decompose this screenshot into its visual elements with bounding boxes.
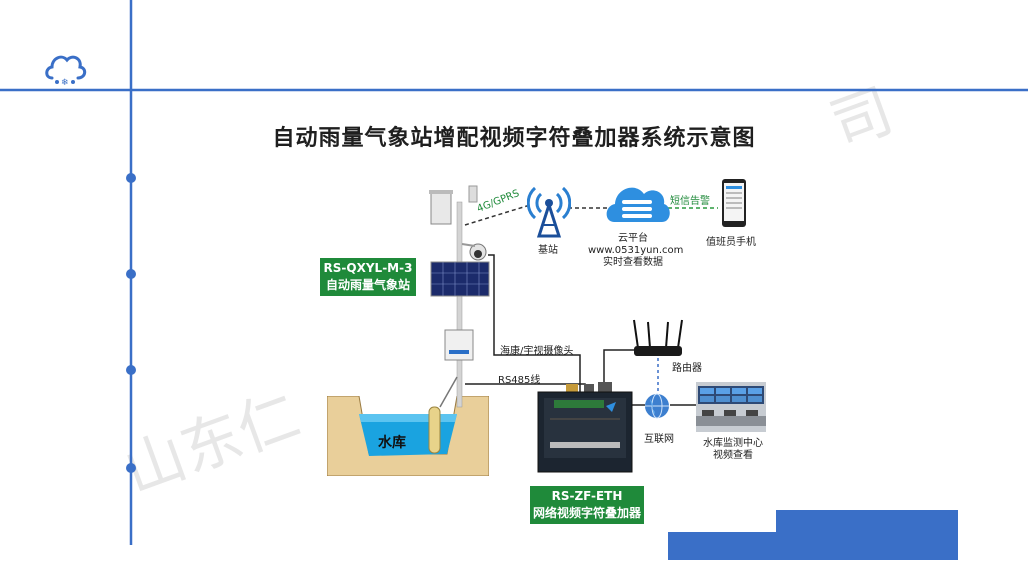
monitor-center-desc: 视频查看 (700, 450, 766, 462)
overlay-model: RS-ZF-ETH (530, 488, 644, 505)
station-model: RS-QXYL-M-3 (320, 260, 416, 277)
monitor-center-text: 水库监测中心 视频查看 (700, 438, 766, 462)
station-name: 自动雨量气象站 (320, 277, 416, 294)
router-label: 路由器 (672, 359, 702, 374)
solar-panel-icon (431, 262, 489, 296)
cloud-platform-url: www.0531yun.com (588, 245, 678, 257)
monitor-center-title: 水库监测中心 (700, 438, 766, 450)
phone-label: 值班员手机 (706, 233, 756, 248)
weather-station-icon (425, 182, 500, 412)
globe-icon (644, 393, 670, 419)
overlay-name: 网络视频字符叠加器 (530, 505, 644, 522)
cloud-platform-desc: 实时查看数据 (588, 257, 678, 269)
antenna-icon (527, 178, 571, 238)
phone-icon (721, 178, 747, 228)
internet-label: 互联网 (644, 430, 674, 445)
station-model-box: RS-QXYL-M-3 自动雨量气象站 (320, 258, 416, 296)
water-level-sensor-icon (425, 405, 445, 457)
base-station-label: 基站 (538, 241, 558, 256)
router-icon (630, 318, 686, 360)
cloud-icon (602, 174, 672, 232)
monitor-room-icon (696, 382, 766, 432)
rs485-label: RS485线 (498, 371, 540, 386)
overlay-model-box: RS-ZF-ETH 网络视频字符叠加器 (530, 486, 644, 524)
overlay-device-icon (536, 378, 634, 474)
cloud-platform-title: 云平台 (588, 233, 678, 245)
camera-label: 海康/宇视摄像头 (500, 342, 573, 357)
rain-gauge-icon (429, 190, 453, 224)
sms-alarm-label: 短信告警 (670, 192, 710, 207)
reservoir-label: 水库 (378, 432, 406, 452)
cloud-platform-text: 云平台 www.0531yun.com 实时查看数据 (588, 233, 678, 269)
